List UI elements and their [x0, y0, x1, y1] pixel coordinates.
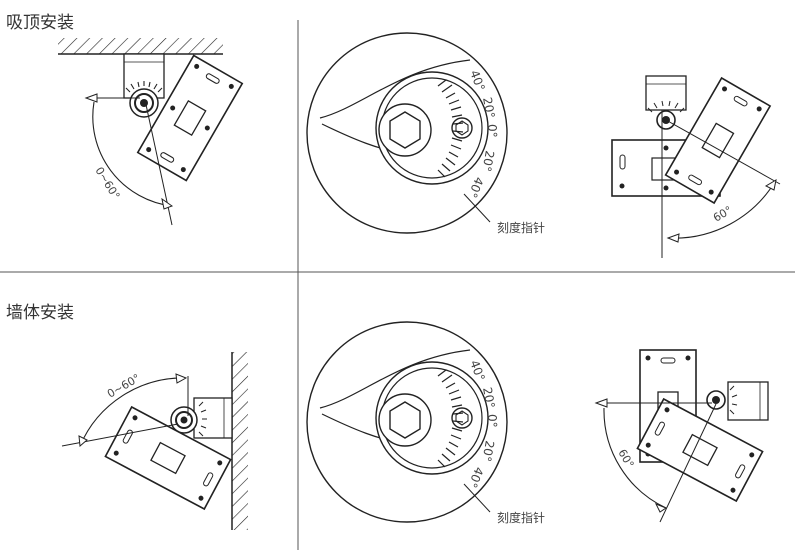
wall-scale-tick-label-4: 20° — [479, 439, 496, 462]
ceiling-rotate-angle-label: 60° — [711, 204, 734, 225]
ceiling-mount-rotated-view: 60° — [611, 75, 781, 258]
wall-scale-detail: 40° 20° 0° 20° 40° 刻度指针 — [306, 321, 545, 525]
pointer-label: 刻度指针 — [497, 220, 545, 235]
wall-scale-tick-label-1: 40° — [467, 358, 487, 383]
wall-mount-rotated-view: 60° — [594, 349, 769, 523]
hex-bolt — [389, 111, 421, 149]
scale-ticks-group — [437, 79, 464, 178]
wall-rotate-angle-label: 60° — [615, 447, 636, 470]
ceiling-mount-title: 吸顶安装 — [6, 13, 74, 33]
wall-scale-tick-label-2: 20° — [480, 386, 497, 409]
pivot-joint — [125, 81, 163, 118]
wall-angle-range-label: 0~60° — [105, 371, 142, 400]
wall-hatch — [232, 352, 248, 530]
wall-mount-side-view: 0~60° — [61, 352, 248, 530]
wall-scale-tick-label-3: 0° — [485, 414, 499, 428]
scale-tick-label-4: 20° — [479, 149, 496, 172]
scale-tick-label-2: 20° — [480, 96, 497, 119]
tilted-mounting-plate — [136, 54, 244, 182]
angle-range-label: 0~60° — [92, 165, 122, 202]
ceiling-hatch — [58, 38, 223, 54]
scale-tick-label-1: 40° — [467, 68, 487, 93]
wall-pointer-label: 刻度指针 — [497, 510, 545, 525]
ceiling-scale-detail: 40° 20° 0° 20° 40° 刻度指针 — [306, 32, 545, 235]
wall-mount-title: 墙体安装 — [6, 303, 74, 323]
angle-arc — [92, 101, 173, 207]
pointer-leader — [463, 193, 491, 223]
scale-tick-label-3: 0° — [485, 124, 499, 138]
ceiling-mount-side-view: 0~60° — [58, 38, 244, 226]
